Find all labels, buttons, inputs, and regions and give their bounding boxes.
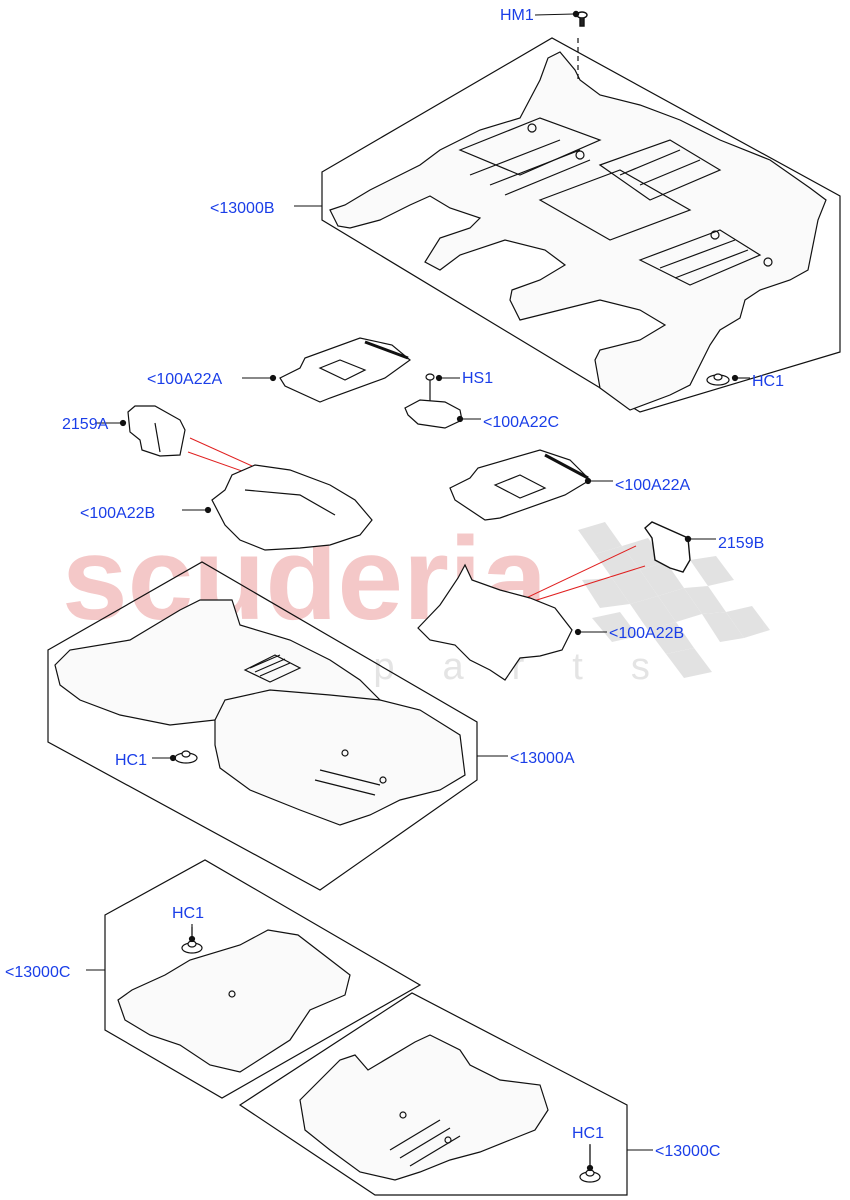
callout-HC1-front-left[interactable]: HC1 (172, 905, 205, 922)
clip-HM1 (572, 10, 588, 27)
callout-13000C-right[interactable]: <13000C (655, 1143, 721, 1160)
part-100A22B-left (204, 464, 373, 551)
callout-100A22C[interactable]: <100A22C (483, 414, 560, 431)
callout-100A22B-left[interactable]: <100A22B (80, 505, 156, 522)
part-100A22C (404, 399, 464, 429)
callout-100A22A-top[interactable]: <100A22A (147, 371, 223, 388)
clip-HS1 (425, 373, 443, 402)
callout-HM1[interactable]: HM1 (500, 7, 534, 24)
clip-HC1-front-right (579, 1145, 601, 1183)
part-100A22A-right (449, 449, 592, 521)
checker-flag-watermark (578, 522, 770, 678)
callout-2159A[interactable]: 2159A (62, 416, 109, 433)
clip-HC1-rear (706, 373, 739, 386)
leader-lines (86, 13, 750, 1166)
part-2159A (119, 405, 186, 457)
callout-HC1-mid[interactable]: HC1 (115, 752, 148, 769)
callout-100A22A-right[interactable]: <100A22A (615, 477, 691, 494)
clip-HC1-mid (169, 750, 198, 764)
callout-13000C-left[interactable]: <13000C (5, 964, 71, 981)
callout-HC1-front-right[interactable]: HC1 (572, 1125, 605, 1142)
callout-2159B[interactable]: 2159B (718, 535, 765, 552)
group-outline-13000C-left (104, 859, 422, 1099)
part-2159B (644, 521, 692, 573)
group-outline-13000B (321, 37, 841, 413)
callout-HS1[interactable]: HS1 (462, 370, 494, 387)
callout-HC1-rear[interactable]: HC1 (752, 373, 785, 390)
part-100A22A-top (269, 337, 411, 403)
group-outline-13000A (47, 561, 478, 891)
callout-13000B[interactable]: <13000B (210, 200, 275, 217)
callout-100A22B-right[interactable]: <100A22B (609, 625, 685, 642)
callout-13000A[interactable]: <13000A (510, 750, 575, 767)
part-100A22B-right (417, 563, 582, 681)
